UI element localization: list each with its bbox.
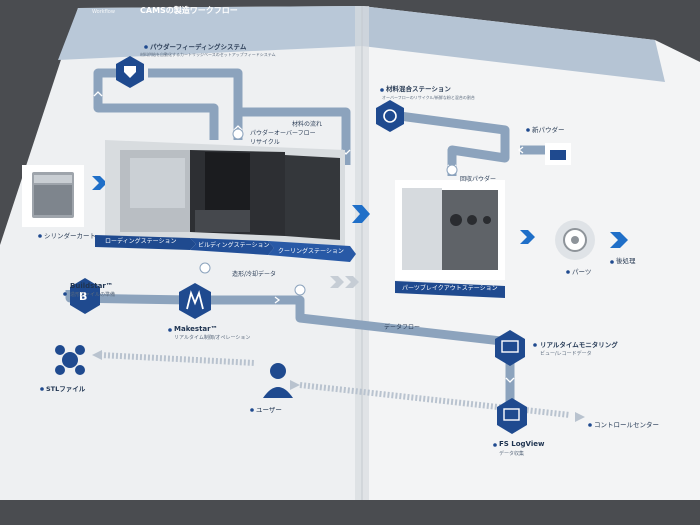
- powder-overflow-label: パウダーオーバーフロー: [250, 130, 316, 137]
- station-building: ビルディングステーション: [198, 242, 270, 249]
- svg-text:B: B: [79, 290, 87, 303]
- new-powder-label: 新パウダー: [532, 126, 565, 134]
- main-system-image: [105, 140, 345, 250]
- overflow-arrow-icon: [232, 128, 244, 140]
- parts-breakout-image: [395, 180, 505, 280]
- stl-file-icon: [55, 345, 85, 375]
- buildstar-desc: 造形ファイルの準備: [70, 292, 116, 298]
- parts-breakout-label: パーツブレイクアウトステーション: [402, 285, 498, 292]
- page-title: CAMSの製造ワークフロー: [140, 6, 238, 15]
- realtime-monitor-title: リアルタイムモニタリング: [540, 341, 618, 349]
- parts-image: [555, 220, 595, 260]
- recovered-arrow-icon: [446, 164, 458, 176]
- realtime-monitor-desc: ビュー/レコードデータ: [540, 351, 592, 357]
- new-powder-icon: [545, 143, 571, 165]
- powder-overflow-label-2: リサイクル: [250, 139, 280, 146]
- makestar-desc: リアルタイム制御/オペレーション: [174, 335, 251, 341]
- user-icon: [263, 363, 293, 398]
- powder-feeding-desc: 材料供給を自動化するカートリッジベースのセットアップフィードシステム: [140, 52, 276, 57]
- left-page: [0, 6, 362, 500]
- makestar-title: Makestar™: [174, 325, 218, 333]
- header-band-left: [58, 6, 362, 60]
- cylinder-cart-label: シリンダーカート: [44, 232, 96, 240]
- stl-file-label: STLファイル: [46, 385, 86, 393]
- logview-desc: データ収集: [499, 451, 525, 457]
- control-center-label: コントロールセンター: [594, 421, 659, 429]
- powder-feeding-title: パウダーフィーディングシステム: [150, 43, 247, 51]
- build-data-label: 造形/冷却データ: [232, 271, 277, 278]
- buildstar-title: Buildstar™: [70, 282, 113, 290]
- realtime-monitor-icon: [495, 330, 525, 366]
- user-label: ユーザー: [256, 406, 282, 414]
- workflow-tag: Workflow: [92, 9, 115, 15]
- recovered-powder-label: 回収パウダー: [460, 176, 497, 183]
- logview-icon: [497, 398, 527, 434]
- material-mixing-desc: オーバーフローのリサイクル/新鮮な粉と混合の割合: [382, 95, 475, 100]
- data-flow-label: データフロー: [384, 324, 421, 331]
- material-flow-label: 材料の流れ: [292, 121, 323, 128]
- powder-feeding-icon: [116, 56, 144, 88]
- buildstar-icon: B: [70, 278, 100, 314]
- post-process-label: 後処理: [616, 257, 636, 265]
- makestar-icon: [179, 283, 211, 319]
- header-band-right: [362, 6, 665, 82]
- cylinder-cart-image: [22, 165, 84, 227]
- logview-title: FS LogView: [499, 440, 545, 448]
- material-mixing-icon: [376, 100, 404, 132]
- parts-label: パーツ: [572, 268, 592, 276]
- material-mixing-title: 材料混合ステーション: [386, 85, 451, 93]
- right-page: [362, 6, 700, 500]
- data-arrow-icon: [199, 262, 211, 274]
- station-cooling: クーリングステーション: [278, 248, 344, 255]
- cooling-arrow-icon: [294, 284, 306, 296]
- station-loading: ローディングステーション: [105, 238, 177, 245]
